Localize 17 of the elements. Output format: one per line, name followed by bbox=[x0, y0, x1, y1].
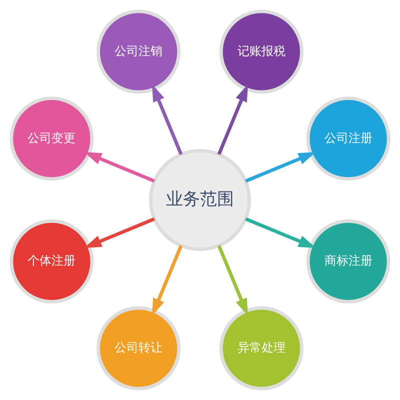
arrow bbox=[245, 152, 316, 183]
arrow bbox=[152, 245, 183, 316]
arrow bbox=[84, 152, 155, 183]
arrow bbox=[217, 245, 248, 316]
node-circle: 个体注册 bbox=[10, 219, 94, 304]
arrow bbox=[152, 84, 183, 155]
node-circle: 异常处理 bbox=[219, 306, 304, 390]
node-circle: 公司注册 bbox=[306, 96, 390, 181]
node-circle: 业务范围 bbox=[149, 149, 251, 251]
node-circle: 公司注销 bbox=[96, 10, 181, 94]
node-circle: 商标注册 bbox=[306, 219, 390, 304]
arrow bbox=[217, 84, 248, 155]
node-circle: 记账报税 bbox=[219, 10, 304, 94]
arrow bbox=[245, 217, 316, 248]
node-circle: 公司转让 bbox=[96, 306, 181, 390]
node-circle: 公司变更 bbox=[10, 96, 94, 181]
arrow bbox=[84, 217, 155, 248]
